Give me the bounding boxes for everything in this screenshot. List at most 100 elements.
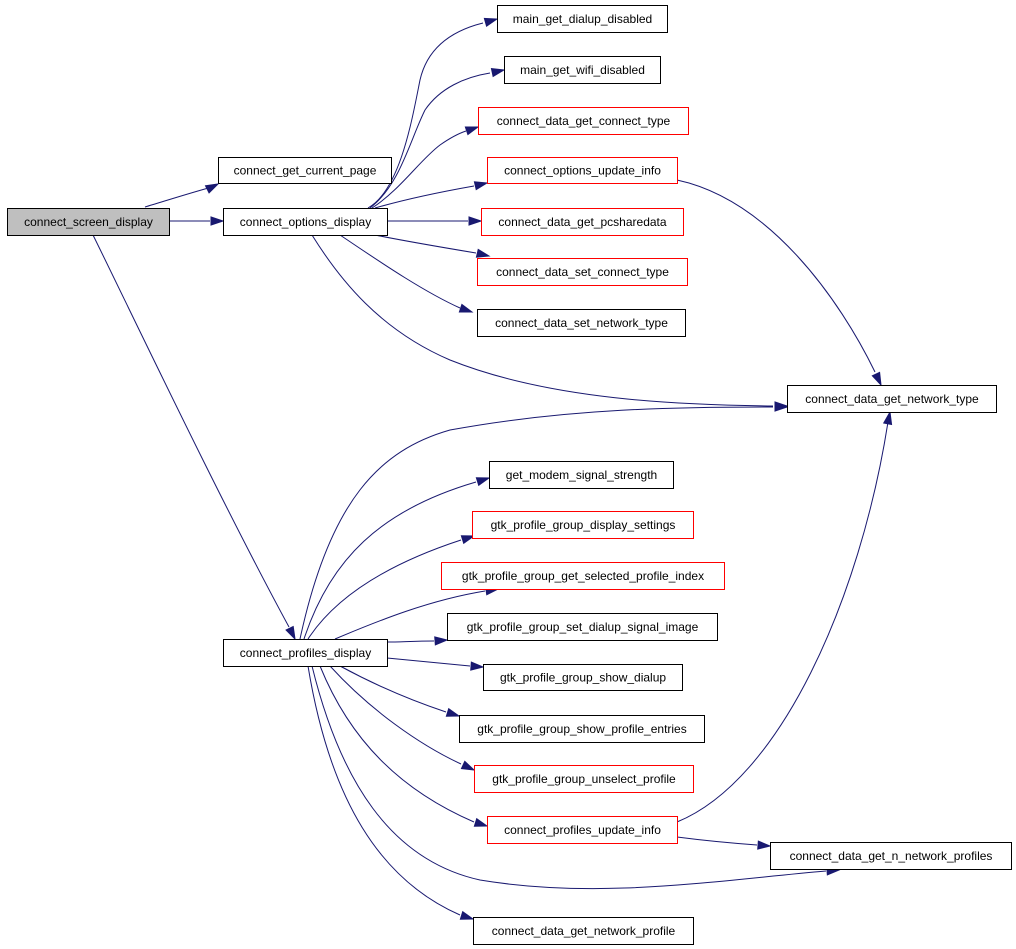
edge-connect_options_update_info-to-connect_data_get_network_type	[676, 179, 882, 387]
edge-line	[334, 590, 486, 640]
node-box[interactable]	[504, 56, 661, 84]
edge-connect_options_display-to-connect_data_get_connect_type	[371, 126, 480, 209]
edge-connect_profiles_display-to-get_modem_signal_strength	[303, 477, 491, 640]
node-connect_data_set_connect_type[interactable]: connect_data_set_connect_type	[477, 258, 688, 286]
edge-line	[307, 539, 462, 640]
node-label: gtk_profile_group_show_profile_entries	[477, 722, 686, 736]
node-box[interactable]	[481, 208, 684, 236]
node-gtk_profile_group_show_profile_entries[interactable]: gtk_profile_group_show_profile_entries	[459, 715, 705, 743]
node-connect_data_get_network_profile[interactable]: connect_data_get_network_profile	[473, 917, 694, 945]
node-gtk_profile_group_show_dialup[interactable]: gtk_profile_group_show_dialup	[483, 664, 683, 691]
edge-line	[676, 421, 889, 823]
node-box[interactable]	[459, 715, 705, 743]
node-connect_data_get_network_type[interactable]: connect_data_get_network_type	[787, 385, 997, 413]
node-box[interactable]	[487, 157, 678, 184]
edge-arrowhead	[774, 402, 789, 412]
node-gtk_profile_group_get_selected_profile_index[interactable]: gtk_profile_group_get_selected_profile_i…	[441, 562, 725, 590]
node-connect_profiles_update_info[interactable]: connect_profiles_update_info	[487, 816, 678, 844]
node-label: connect_data_set_connect_type	[496, 265, 669, 279]
node-box[interactable]	[477, 309, 686, 337]
node-box[interactable]	[497, 5, 668, 33]
edge-connect_screen_display-to-connect_get_current_page	[144, 183, 220, 208]
node-connect_profiles_display[interactable]: connect_profiles_display	[223, 639, 388, 667]
node-box[interactable]	[787, 385, 997, 413]
node-gtk_profile_group_set_dialup_signal_image[interactable]: gtk_profile_group_set_dialup_signal_imag…	[447, 613, 718, 641]
edge-arrowhead	[490, 68, 506, 78]
node-box[interactable]	[218, 157, 392, 184]
edge-line	[329, 665, 462, 765]
node-connect_data_get_pcsharedata[interactable]: connect_data_get_pcsharedata	[481, 208, 684, 236]
node-connect_options_update_info[interactable]: connect_options_update_info	[487, 157, 678, 184]
node-label: connect_data_get_n_network_profiles	[790, 849, 993, 863]
node-label: get_modem_signal_strength	[506, 468, 657, 482]
edge-arrowhead	[473, 817, 489, 827]
node-connect_screen_display[interactable]: connect_screen_display	[7, 208, 170, 236]
edge-line	[371, 130, 467, 209]
edge-arrowhead	[464, 126, 480, 136]
node-main_get_dialup_disabled[interactable]: main_get_dialup_disabled	[497, 5, 668, 33]
edge-connect_profiles_display-to-gtk_profile_group_display_settings	[307, 535, 476, 640]
edge-arrowhead	[210, 216, 225, 226]
edge-line	[386, 657, 471, 667]
edge-connect_screen_display-to-connect_options_display	[169, 216, 225, 226]
edge-connect_profiles_display-to-connect_profiles_update_info	[319, 665, 489, 827]
node-label: connect_data_get_pcsharedata	[498, 215, 666, 229]
node-label: main_get_wifi_disabled	[520, 63, 645, 77]
edge-line	[303, 481, 477, 640]
node-box[interactable]	[472, 511, 694, 539]
node-box[interactable]	[770, 842, 1012, 870]
node-get_modem_signal_strength[interactable]: get_modem_signal_strength	[489, 461, 674, 489]
node-connect_options_display[interactable]: connect_options_display	[223, 208, 388, 236]
node-box[interactable]	[487, 816, 678, 844]
node-label: connect_options_display	[240, 215, 371, 229]
node-label: connect_data_set_network_type	[495, 316, 668, 330]
edge-connect_options_display-to-connect_options_update_info	[374, 181, 489, 209]
node-label: gtk_profile_group_show_dialup	[500, 671, 666, 685]
edge-line	[144, 186, 213, 208]
node-box[interactable]	[477, 258, 688, 286]
node-box[interactable]	[483, 664, 683, 691]
node-label: gtk_profile_group_display_settings	[491, 518, 676, 532]
node-box[interactable]	[441, 562, 725, 590]
node-connect_data_get_n_network_profiles[interactable]: connect_data_get_n_network_profiles	[770, 842, 1012, 870]
edge-connect_profiles_update_info-to-connect_data_get_n_network_profiles	[676, 836, 772, 850]
node-box[interactable]	[223, 639, 388, 667]
edge-arrowhead	[460, 535, 476, 545]
node-gtk_profile_group_display_settings[interactable]: gtk_profile_group_display_settings	[472, 511, 694, 539]
node-main_get_wifi_disabled[interactable]: main_get_wifi_disabled	[504, 56, 661, 84]
node-label: gtk_profile_group_unselect_profile	[492, 772, 676, 786]
edge-arrowhead	[475, 248, 491, 258]
edge-connect_profiles_display-to-connect_data_get_network_type	[299, 402, 789, 640]
node-gtk_profile_group_unselect_profile[interactable]: gtk_profile_group_unselect_profile	[474, 765, 694, 793]
node-label: connect_profiles_update_info	[504, 823, 661, 837]
node-connect_get_current_page[interactable]: connect_get_current_page	[218, 157, 392, 184]
edge-connect_screen_display-to-connect_profiles_display	[92, 234, 296, 641]
edge-arrowhead	[458, 303, 474, 313]
node-box[interactable]	[473, 917, 694, 945]
node-label: connect_options_update_info	[504, 164, 661, 178]
edge-arrowhead	[468, 216, 483, 226]
node-connect_data_get_connect_type[interactable]: connect_data_get_connect_type	[478, 107, 689, 135]
node-label: connect_screen_display	[24, 215, 153, 229]
node-box[interactable]	[474, 765, 694, 793]
node-label: connect_profiles_display	[240, 646, 371, 660]
edge-arrowhead	[871, 371, 882, 387]
edge-line	[311, 665, 827, 890]
node-connect_data_set_network_type[interactable]: connect_data_set_network_type	[477, 309, 686, 337]
edge-arrowhead	[204, 183, 220, 194]
node-box[interactable]	[478, 107, 689, 135]
edge-line	[319, 665, 475, 823]
edge-arrowhead	[285, 625, 296, 641]
edge-line	[386, 640, 435, 643]
node-box[interactable]	[447, 613, 718, 641]
node-box[interactable]	[223, 208, 388, 236]
edges-layer	[92, 17, 893, 920]
node-label: connect_get_current_page	[234, 164, 377, 178]
node-box[interactable]	[7, 208, 170, 236]
nodes-layer: connect_screen_display connect_get_curren…	[7, 5, 1012, 945]
edge-arrowhead	[459, 910, 475, 920]
node-label: gtk_profile_group_set_dialup_signal_imag…	[467, 620, 699, 634]
node-box[interactable]	[489, 461, 674, 489]
edge-line	[374, 185, 475, 209]
